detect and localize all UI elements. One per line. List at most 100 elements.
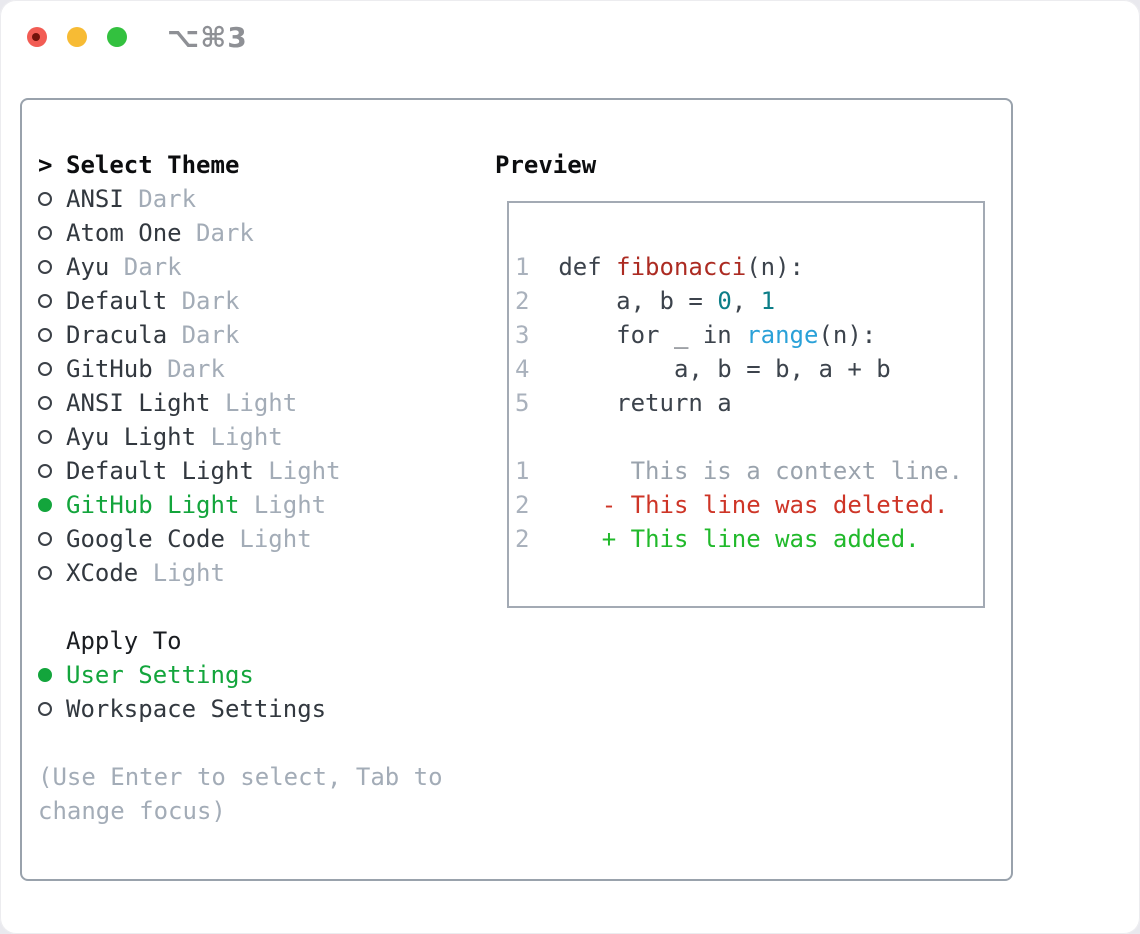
theme-name: GitHub xyxy=(66,355,153,383)
titlebar: ⌥⌘3 xyxy=(0,0,1140,75)
theme-option[interactable]: Dracula Dark xyxy=(38,318,443,352)
theme-name: ANSI Light xyxy=(66,389,211,417)
apply-to-title: Apply To xyxy=(66,627,182,655)
theme-name: Ayu xyxy=(66,253,110,281)
theme-variant: Light xyxy=(210,389,298,417)
code-token-added: + This line was added. xyxy=(601,525,920,553)
radio-unselected-icon xyxy=(38,260,66,274)
radio-selected-icon xyxy=(38,668,66,682)
theme-option[interactable]: ANSI Light Light xyxy=(38,386,443,420)
radio-unselected-icon xyxy=(38,192,66,206)
theme-option[interactable]: XCode Light xyxy=(38,556,443,590)
select-theme-header-row: > Select Theme xyxy=(38,148,443,182)
theme-name: XCode xyxy=(66,559,139,587)
code-token-code: return a xyxy=(558,389,732,417)
theme-name: Default Light xyxy=(66,457,254,485)
code-token-func: fibonacci xyxy=(616,253,747,281)
code-token-code: for _ in xyxy=(558,321,747,349)
line-number: 2 xyxy=(515,491,559,519)
code-token-number: 0 xyxy=(717,287,732,315)
spacer xyxy=(38,726,443,760)
line-number: 4 xyxy=(515,355,559,383)
line-number: 2 xyxy=(515,525,559,553)
theme-variant: Dark xyxy=(181,219,254,247)
code-token-code: def xyxy=(558,253,617,281)
radio-unselected-icon xyxy=(38,396,66,410)
code-token-deleted: - This line was deleted. xyxy=(601,491,949,519)
close-button[interactable] xyxy=(27,27,47,47)
theme-variant: Dark xyxy=(167,321,240,349)
code-token-context: This is a context line. xyxy=(558,457,963,485)
preview-line: 1 This is a context line. xyxy=(515,454,983,488)
theme-variant: Light xyxy=(239,491,327,519)
theme-variant: Dark xyxy=(123,185,197,213)
theme-option[interactable]: GitHub Light Light xyxy=(38,488,443,522)
theme-option[interactable]: Atom One Dark xyxy=(38,216,443,250)
keyboard-hint: (Use Enter to select, Tab to change focus… xyxy=(38,760,443,828)
theme-name: Dracula xyxy=(66,321,168,349)
code-token-builtin: range xyxy=(746,321,819,349)
apply-to-option[interactable]: User Settings xyxy=(38,658,443,692)
preview-line: 4 a, b = b, a + b xyxy=(515,352,983,386)
theme-variant: Dark xyxy=(152,355,225,383)
theme-option[interactable]: Google Code Light xyxy=(38,522,443,556)
radio-selected-icon xyxy=(38,498,66,512)
line-number: 3 xyxy=(515,321,559,349)
radio-unselected-icon xyxy=(38,362,66,376)
preview-line: 3 for _ in range(n): xyxy=(515,318,983,352)
line-number xyxy=(515,423,558,451)
code-token-code: a, b = xyxy=(558,287,718,315)
preview-line: 2 - This line was deleted. xyxy=(515,488,983,522)
spacer xyxy=(38,590,443,624)
theme-variant: Dark xyxy=(109,253,182,281)
preview-line xyxy=(515,420,983,454)
theme-name: Default xyxy=(66,287,168,315)
code-token-code xyxy=(558,525,601,553)
code-token-number: 1 xyxy=(760,287,776,315)
preview-line: 2 a, b = 0, 1 xyxy=(515,284,983,318)
radio-unselected-icon xyxy=(38,294,66,308)
preview-line: 1 def fibonacci(n): xyxy=(515,250,983,284)
theme-name: Google Code xyxy=(66,525,225,553)
line-number: 2 xyxy=(515,287,559,315)
code-token-code: (n): xyxy=(818,321,877,349)
apply-to-header-row: Apply To xyxy=(38,624,443,658)
hint-line: change focus) xyxy=(38,797,226,825)
theme-variant: Light xyxy=(196,423,283,451)
select-theme-title: Select Theme xyxy=(66,151,240,179)
radio-unselected-icon xyxy=(38,430,66,444)
theme-option[interactable]: ANSI Dark xyxy=(38,182,443,216)
preview-line: 2 + This line was added. xyxy=(515,522,983,556)
theme-name: ANSI xyxy=(66,185,124,213)
radio-unselected-icon xyxy=(38,464,66,478)
theme-option[interactable]: Ayu Light Light xyxy=(38,420,443,454)
radio-unselected-icon xyxy=(38,328,66,342)
preview-title: Preview xyxy=(495,151,597,179)
radio-unselected-icon xyxy=(38,532,66,546)
window-shortcut-label: ⌥⌘3 xyxy=(167,21,248,54)
zoom-button[interactable] xyxy=(107,27,127,47)
theme-option[interactable]: Ayu Dark xyxy=(38,250,443,284)
line-number: 5 xyxy=(515,389,559,417)
preview-line: 5 return a xyxy=(515,386,983,420)
focus-cursor: > xyxy=(38,151,53,179)
theme-option[interactable]: GitHub Dark xyxy=(38,352,443,386)
theme-variant: Dark xyxy=(167,287,240,315)
theme-variant: Light xyxy=(224,525,312,553)
theme-name: Atom One xyxy=(66,219,182,247)
minimize-button[interactable] xyxy=(67,27,87,47)
hint-line: (Use Enter to select, Tab to xyxy=(38,763,443,791)
apply-to-label: User Settings xyxy=(66,661,254,689)
line-number: 1 xyxy=(515,253,559,281)
theme-option[interactable]: Default Dark xyxy=(38,284,443,318)
theme-variant: Light xyxy=(253,457,341,485)
theme-name: Ayu Light xyxy=(66,423,197,451)
apply-to-option[interactable]: Workspace Settings xyxy=(38,692,443,726)
line-number: 1 xyxy=(515,457,559,485)
theme-option[interactable]: Default Light Light xyxy=(38,454,443,488)
